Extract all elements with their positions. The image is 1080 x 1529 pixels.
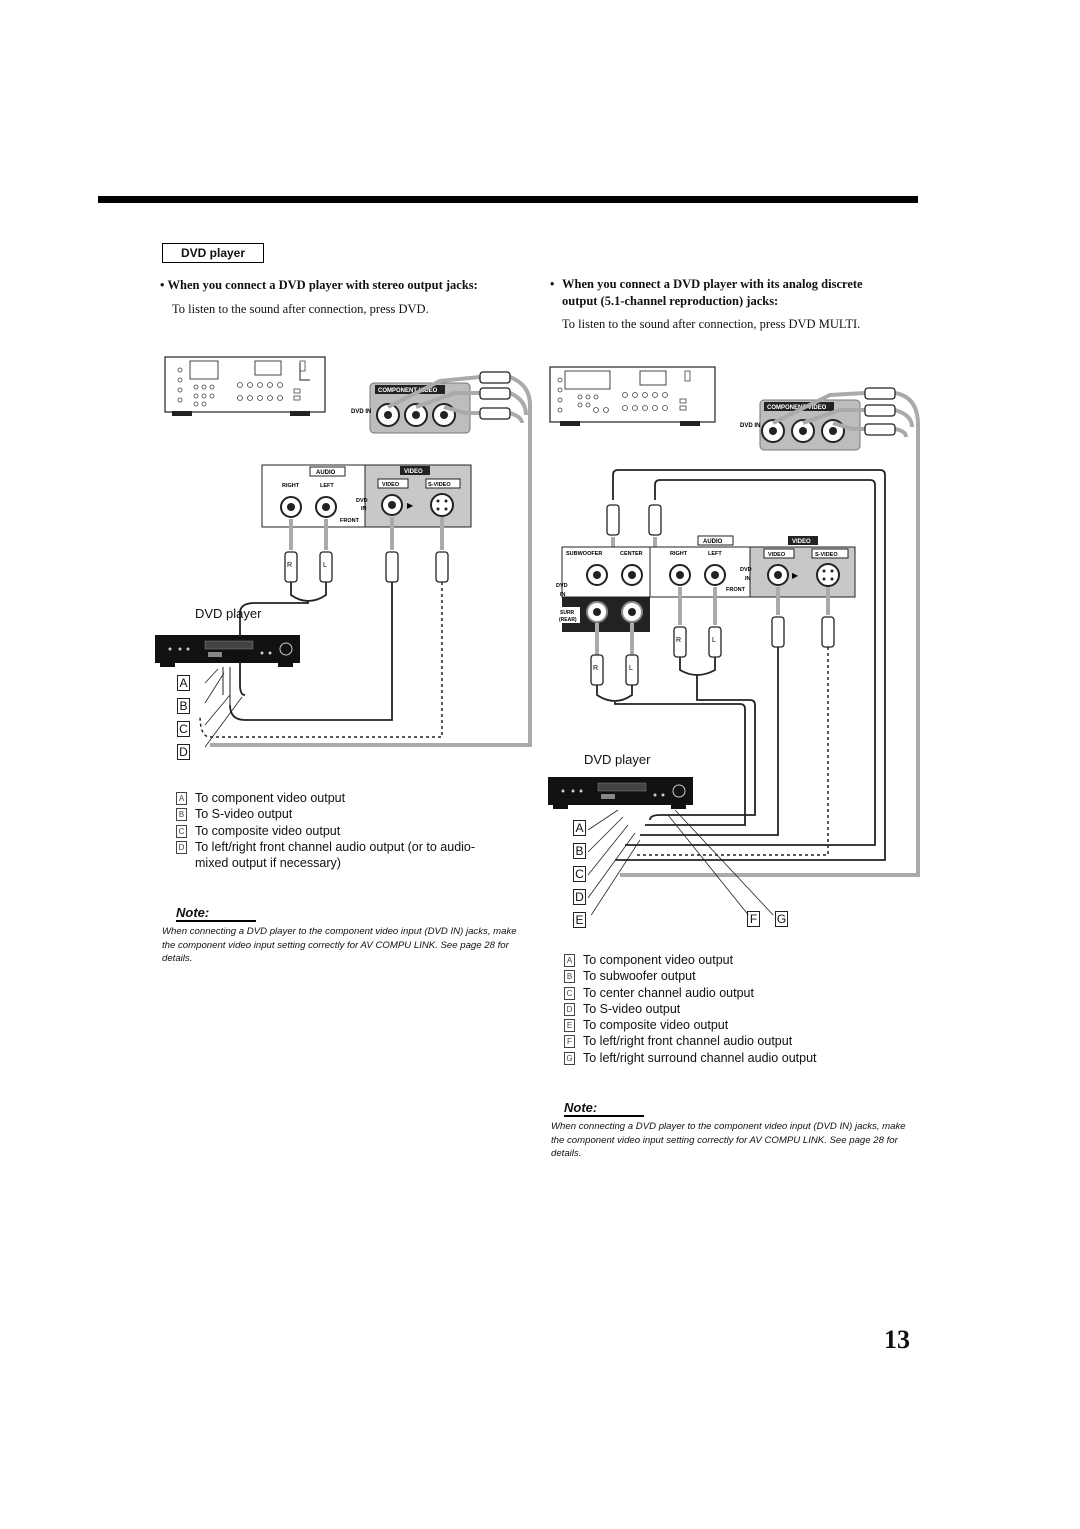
right-audio-video-panel: AUDIO VIDEO SUBWOOFER CENTER RIGHT LEFT … [556, 535, 856, 632]
left-note-text: When connecting a DVD player to the comp… [162, 926, 517, 964]
right-callout-d: D [573, 889, 586, 905]
right-front-label: FRONT [726, 587, 746, 593]
left-device-label: DVD player [195, 606, 262, 621]
right-side-dvd-label: DVD [556, 583, 568, 589]
right-subwoofer-label: SUBWOOFER [566, 551, 602, 557]
left-heading: • When you connect a DVD player with ste… [160, 278, 478, 292]
right-callout-b: B [573, 843, 586, 859]
section-label: DVD player [162, 243, 264, 263]
right-surr-label: SURR [560, 610, 575, 616]
left-panel-dvd-in-label: DVD [356, 498, 368, 504]
left-instruction: To listen to the sound after connection,… [172, 302, 429, 316]
right-dvd-in-label: DVD IN [740, 423, 760, 429]
left-callout-b: B [177, 698, 190, 714]
right-note-text: When connecting a DVD player to the comp… [551, 1121, 906, 1159]
legend-text: To left/right surround channel audio out… [583, 1050, 817, 1065]
legend-key: A [564, 954, 575, 967]
legend-text: To composite video output [195, 823, 341, 838]
legend-text: To left/right front channel audio output [583, 1034, 793, 1049]
legend-key: B [564, 970, 575, 984]
right-panel-in-label: IN [745, 576, 751, 582]
svg-text:L: L [629, 665, 633, 672]
right-center-label: CENTER [620, 551, 643, 557]
right-dvd-player-device [548, 777, 693, 809]
right-callout-g: G [775, 911, 788, 927]
svg-text:L: L [712, 637, 716, 644]
legend-key: D [564, 1002, 575, 1016]
page-number: 13 [884, 1325, 910, 1354]
left-svideo-label: S-VIDEO [428, 482, 451, 488]
svg-text:▶: ▶ [407, 501, 414, 510]
svg-text:▶: ▶ [792, 571, 799, 580]
left-front-label: FRONT [340, 518, 360, 524]
svg-text:L: L [323, 562, 327, 569]
right-callout-f: F [747, 911, 760, 927]
left-audio-video-panel: AUDIO VIDEO RIGHT LEFT VIDEO S-VIDEO DVD… [261, 464, 472, 528]
legend-text: To composite video output [583, 1018, 729, 1033]
left-dvd-player-device [155, 635, 300, 667]
left-video-header: VIDEO [404, 469, 423, 475]
right-rear-label: (REAR) [559, 617, 577, 623]
left-panel-in-label: IN [361, 506, 367, 512]
left-left-label: LEFT [320, 483, 334, 489]
legend-text: To component video output [195, 791, 346, 805]
legend-key: F [564, 1035, 575, 1049]
svg-text:R: R [287, 562, 292, 569]
right-connection-diagram: COMPONENT VIDEO DVD IN AUDIO VIDEO SUBWO… [548, 366, 920, 915]
legend-key: C [564, 986, 575, 1000]
left-callout-d: D [177, 744, 190, 760]
right-callout-letters: A B C D E [573, 820, 586, 928]
right-receiver-rear-panel [549, 366, 716, 426]
legend-text: To left/right front channel audio output… [195, 839, 476, 871]
left-video-jack-label: VIDEO [382, 482, 400, 488]
legend-key: A [176, 792, 187, 805]
right-side-in-label: IN [560, 592, 566, 598]
left-dvd-in-label: DVD IN [351, 409, 371, 415]
legend-text: To S-video output [195, 807, 293, 822]
left-component-video-panel: COMPONENT VIDEO DVD IN [351, 382, 471, 434]
left-component-video-label: COMPONENT VIDEO [378, 388, 438, 394]
legend-key: G [564, 1051, 575, 1065]
left-legend: A To component video output B To S-video o… [176, 790, 506, 871]
left-callout-letters: A B C D [177, 675, 190, 760]
right-callout-e: E [573, 912, 586, 928]
right-note-rule [564, 1115, 644, 1117]
right-component-video-panel: COMPONENT VIDEO DVD IN [740, 399, 861, 451]
legend-text: To center channel audio output [583, 985, 754, 1000]
legend-text: To S-video output [583, 1001, 681, 1016]
right-svideo-label: S-VIDEO [815, 552, 838, 558]
svg-text:R: R [676, 637, 681, 644]
left-note-rule [176, 920, 256, 922]
right-device-label: DVD player [584, 752, 651, 767]
top-rule [98, 196, 918, 203]
svg-text:R: R [593, 665, 598, 672]
legend-text: To component video output [583, 953, 734, 967]
right-panel-dvd-label: DVD [740, 567, 752, 573]
legend-key: D [176, 840, 187, 854]
right-video-header: VIDEO [792, 539, 811, 545]
legend-key: C [176, 824, 187, 838]
left-receiver-rear-panel [164, 356, 326, 416]
right-right-label: RIGHT [670, 551, 688, 557]
left-right-label: RIGHT [282, 483, 300, 489]
left-connection-diagram: COMPONENT VIDEO DVD IN AUDIO VIDEO RIGHT… [155, 356, 532, 748]
legend-key: E [564, 1019, 575, 1033]
right-callout-a: A [573, 820, 586, 836]
left-callout-c: C [177, 721, 190, 737]
right-instruction: To listen to the sound after connection,… [562, 317, 861, 331]
left-note-title: Note: [176, 905, 210, 920]
right-callout-c: C [573, 866, 586, 882]
legend-key: B [176, 808, 187, 822]
left-audio-header: AUDIO [316, 470, 336, 476]
right-note-title: Note: [564, 1100, 598, 1115]
right-heading: •When you connect a DVD player with its … [550, 277, 863, 308]
right-left-label: LEFT [708, 551, 722, 557]
legend-text: To subwoofer output [583, 969, 696, 984]
right-component-video-label: COMPONENT VIDEO [767, 405, 827, 411]
left-callout-a: A [177, 675, 190, 691]
right-legend: A To component video output B To subwoofer… [564, 952, 894, 1066]
right-audio-header: AUDIO [703, 539, 723, 545]
right-video-jack-label: VIDEO [768, 552, 786, 558]
